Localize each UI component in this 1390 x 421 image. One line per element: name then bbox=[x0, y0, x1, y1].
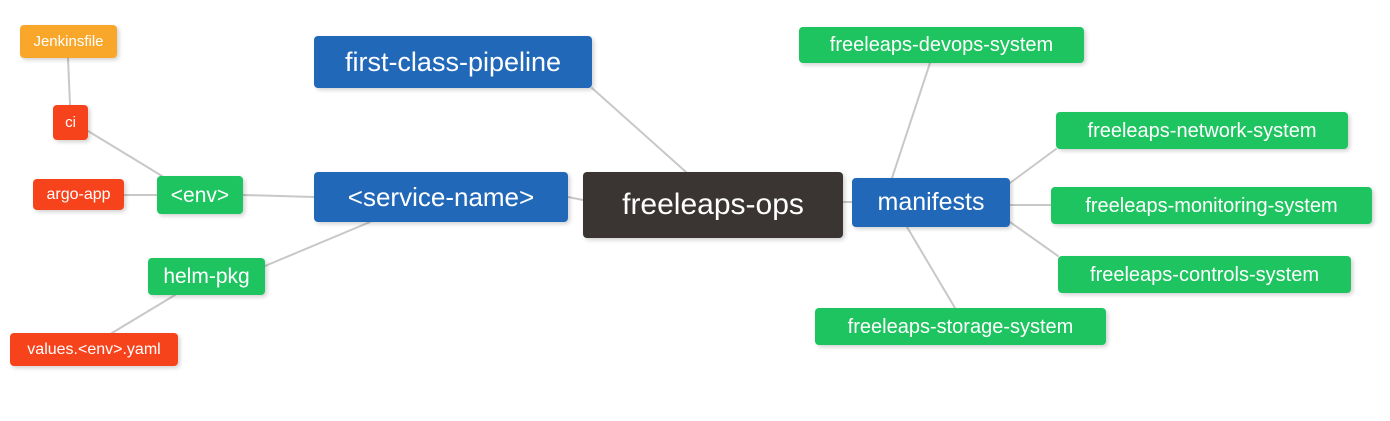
mindmap-node-freeleaps-controls-system[interactable]: freeleaps-controls-system bbox=[1058, 256, 1351, 293]
edge-helm-pkg-to-service-name bbox=[264, 221, 371, 267]
mindmap-node-manifests[interactable]: manifests bbox=[852, 178, 1010, 227]
mindmap-node-freeleaps-storage-system[interactable]: freeleaps-storage-system bbox=[815, 308, 1106, 345]
mindmap-node-helm-pkg[interactable]: helm-pkg bbox=[148, 258, 265, 295]
mindmap-node-jenkinsfile[interactable]: Jenkinsfile bbox=[20, 25, 117, 58]
edge-first-class-pipeline-to-freeleaps-ops bbox=[591, 87, 687, 173]
mindmap-node-values-env-yaml[interactable]: values.<env>.yaml bbox=[10, 333, 178, 366]
edge-env-to-service-name bbox=[242, 194, 315, 198]
mindmap-node-ci[interactable]: ci bbox=[53, 105, 88, 140]
mindmap-node-freeleaps-ops[interactable]: freeleaps-ops bbox=[583, 172, 843, 238]
mindmap-node-service-name[interactable]: <service-name> bbox=[314, 172, 568, 222]
mindmap-node-argo-app[interactable]: argo-app bbox=[33, 179, 124, 210]
mindmap-node-freeleaps-monitoring-system[interactable]: freeleaps-monitoring-system bbox=[1051, 187, 1372, 224]
mindmap-node-freeleaps-devops-system[interactable]: freeleaps-devops-system bbox=[799, 27, 1084, 63]
edge-service-name-to-freeleaps-ops bbox=[567, 196, 584, 201]
edge-jenkinsfile-to-ci bbox=[67, 57, 71, 106]
edge-freeleaps-network-system-to-manifests bbox=[1009, 148, 1057, 184]
edge-ci-to-env bbox=[87, 130, 163, 177]
edge-values-env-yaml-to-helm-pkg bbox=[111, 294, 176, 334]
mindmap-node-first-class-pipeline[interactable]: first-class-pipeline bbox=[314, 36, 592, 88]
edge-freeleaps-devops-system-to-manifests bbox=[891, 62, 931, 179]
mindmap-node-env[interactable]: <env> bbox=[157, 176, 243, 214]
mindmap-node-freeleaps-network-system[interactable]: freeleaps-network-system bbox=[1056, 112, 1348, 149]
edge-freeleaps-storage-system-to-manifests bbox=[906, 226, 956, 309]
edge-freeleaps-controls-system-to-manifests bbox=[1009, 221, 1059, 257]
